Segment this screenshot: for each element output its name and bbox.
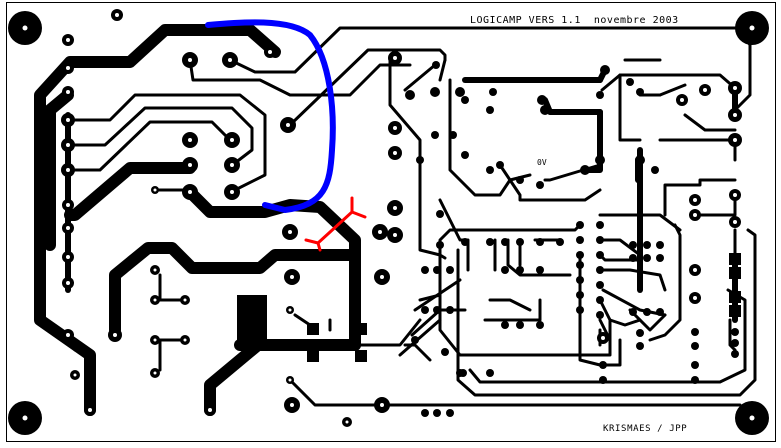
board-outline xyxy=(6,2,776,442)
square-pads xyxy=(307,253,741,362)
pads xyxy=(61,9,742,427)
board-author: KRISMAES / JPP xyxy=(603,424,688,434)
track-cut-mark xyxy=(304,196,367,252)
signal-traces-thin xyxy=(66,26,757,407)
mounting-hole-icon xyxy=(8,11,769,435)
net-label-0v: 0V xyxy=(537,158,547,167)
ground-pad xyxy=(237,295,267,343)
jumper-wire xyxy=(205,19,336,214)
board-title: LOGICAMP VERS 1.1 novembre 2003 xyxy=(470,15,679,26)
